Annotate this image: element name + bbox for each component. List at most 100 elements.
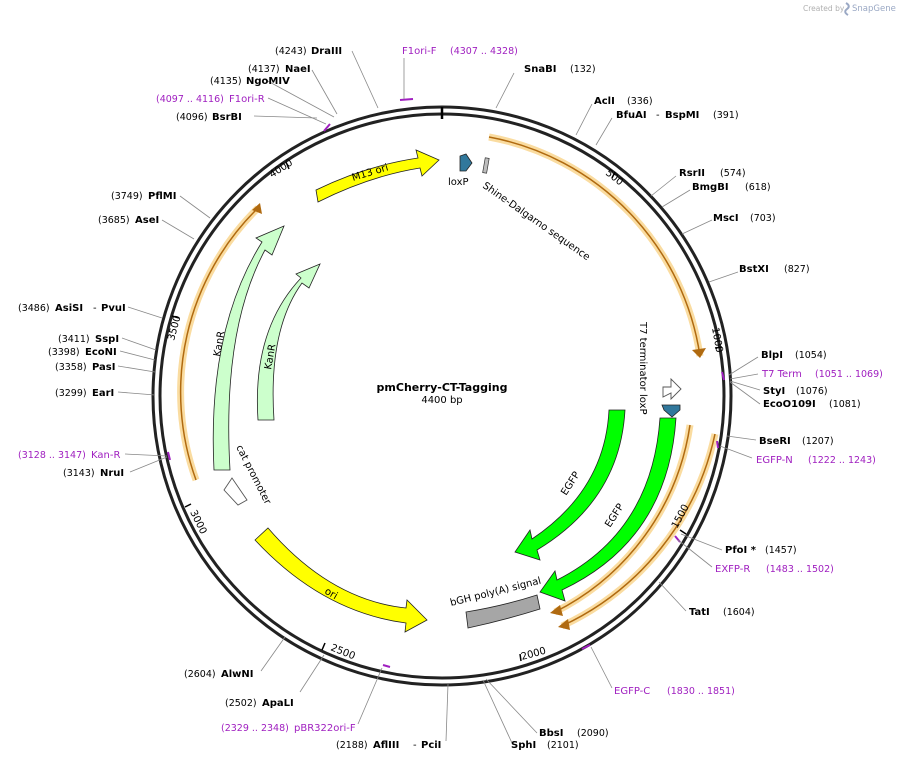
site-pflmi: PflMI — [148, 191, 176, 202]
primer-t7term: T7 Term — [761, 369, 802, 380]
leader-bseri — [726, 435, 757, 441]
site-draiii: DraIII — [311, 46, 342, 57]
site-alwni: AlwNI — [221, 669, 254, 680]
site-pos-rsrii: (574) — [720, 168, 746, 179]
leader-rsrii — [650, 175, 677, 197]
site-eari: EarI — [92, 388, 114, 399]
feature-bgh-polya — [465, 594, 541, 629]
orf-arc-3-head — [550, 605, 563, 616]
primer-kan-r: Kan-R — [91, 450, 120, 461]
feature-kanr-1-label: KanR — [212, 330, 227, 357]
leader-sspi — [121, 337, 157, 351]
site-bfuai: BfuAI — [616, 110, 647, 121]
leader-apali — [299, 654, 325, 693]
site-pos-bsrbi: (4096) — [176, 112, 208, 123]
site-pos-bbsi: (2090) — [577, 728, 609, 739]
site-pos-alwni: (2604) — [184, 669, 216, 680]
leader-sphi — [482, 679, 513, 744]
primer-pos-t7term: (1051 .. 1069) — [815, 369, 883, 380]
site-pos-econi: (3398) — [48, 347, 80, 358]
leader-tati — [658, 581, 687, 612]
site-pos-sspi: (3411) — [58, 334, 90, 345]
feature-loxp-2 — [661, 404, 681, 418]
site-bmgbi: BmgBI — [692, 182, 729, 193]
leader-asei — [161, 219, 195, 240]
feature-t7-terminator — [662, 377, 682, 401]
primer-pos-f1ori-f: (4307 .. 4328) — [450, 46, 518, 57]
backbone — [151, 105, 733, 687]
site-styi: StyI — [763, 386, 785, 397]
site-bspmi: BspMI — [665, 110, 699, 121]
primer-f1ori-r: F1ori-R — [229, 94, 265, 105]
primer-pos-kan-r: (3128 .. 3147) — [18, 450, 86, 461]
leader-bstxi — [708, 271, 739, 283]
snapgene-logo-icon — [844, 2, 850, 16]
feature-egfp-2 — [539, 417, 677, 602]
tick-mark-4000 — [285, 161, 290, 170]
site-sspi: SspI — [95, 334, 119, 345]
leader-blpi — [728, 356, 759, 376]
site-pos-draiii: (4243) — [275, 46, 307, 57]
leader-pflmi — [179, 195, 211, 219]
leader-bsrbi — [253, 115, 318, 119]
primer-pos-pbr322ori-f: (2329 .. 2348) — [221, 723, 289, 734]
site-pos-snabi: (132) — [570, 64, 596, 75]
feature-m13-ori — [315, 149, 440, 203]
plasmid-title: pmCherry-CT-Tagging 4400 bp — [377, 381, 508, 406]
site-bseri: BseRI — [759, 436, 791, 447]
primer-f1ori-f: F1ori-F — [402, 46, 437, 57]
orf-arcs — [177, 133, 719, 630]
site-pos-msci: (703) — [750, 213, 776, 224]
leader-nrui — [129, 456, 168, 473]
site-blpi: BlpI — [761, 350, 783, 361]
leader-exfp-r — [677, 539, 713, 568]
primer-mark-f1ori-f — [399, 98, 414, 101]
tick-mark-500 — [611, 171, 616, 179]
site-pos-acli: (336) — [627, 96, 653, 107]
site-pos-ngomiv: (4135) — [210, 76, 242, 87]
site-separator-asisi: - — [93, 303, 97, 314]
site-pfoi: PfoI * — [725, 545, 757, 556]
feature-t7-terminator-label: T7 terminator — [637, 321, 648, 392]
orf-arc-4 — [179, 207, 259, 481]
primer-pos-exfp-r: (1483 .. 1502) — [766, 564, 834, 575]
leader-afliii — [445, 683, 449, 742]
site-pos-blpi: (1054) — [795, 350, 827, 361]
leader-ecoo109i — [729, 381, 761, 405]
leader-f1ori-r — [267, 97, 327, 125]
site-apali: ApaLI — [262, 698, 294, 709]
leader-alwni — [260, 636, 286, 672]
leader-lines — [117, 50, 761, 744]
orf-arc-4-head — [252, 203, 262, 214]
leader-egfp-c — [590, 646, 613, 689]
leader-t7term — [729, 373, 759, 380]
leader-pfoi — [680, 533, 723, 551]
site-pos-pasi: (3358) — [55, 362, 87, 373]
site-pos-apali: (2502) — [225, 698, 257, 709]
primer-mark-t7term — [721, 371, 725, 381]
leader-kan-r — [124, 453, 168, 457]
site-sphi: SphI — [511, 740, 536, 751]
orf-arc-1-halo — [488, 133, 704, 357]
feature-kanr-2-label: KanR — [263, 343, 278, 370]
leader-bmgbi — [661, 189, 691, 208]
site-pcii: PciI — [421, 740, 441, 751]
site-msci: MscI — [713, 213, 739, 224]
site-pos-pflmi: (3749) — [111, 191, 143, 202]
site-separator-afliii: - — [413, 740, 417, 751]
primer-pbr322ori-f: pBR322ori-F — [294, 723, 356, 734]
site-asei: AseI — [135, 215, 159, 226]
feature-shine-dalgarno — [482, 157, 490, 174]
site-pos-afliii: (2188) — [336, 740, 368, 751]
leader-snabi — [495, 72, 515, 109]
primer-mark-egfp-c — [581, 644, 591, 650]
site-rsrii: RsrII — [679, 168, 705, 179]
leader-eari — [117, 391, 156, 396]
primer-marks — [167, 98, 725, 668]
primer-pos-egfp-c: (1830 .. 1851) — [667, 686, 735, 697]
site-labels: (4243) DraIII (4137) NaeI (4135) NgoMIV … — [18, 46, 861, 751]
site-nrui: NruI — [100, 468, 124, 479]
site-asisi: AsiSI — [55, 303, 83, 314]
credit-created-by: Created by — [803, 4, 845, 13]
